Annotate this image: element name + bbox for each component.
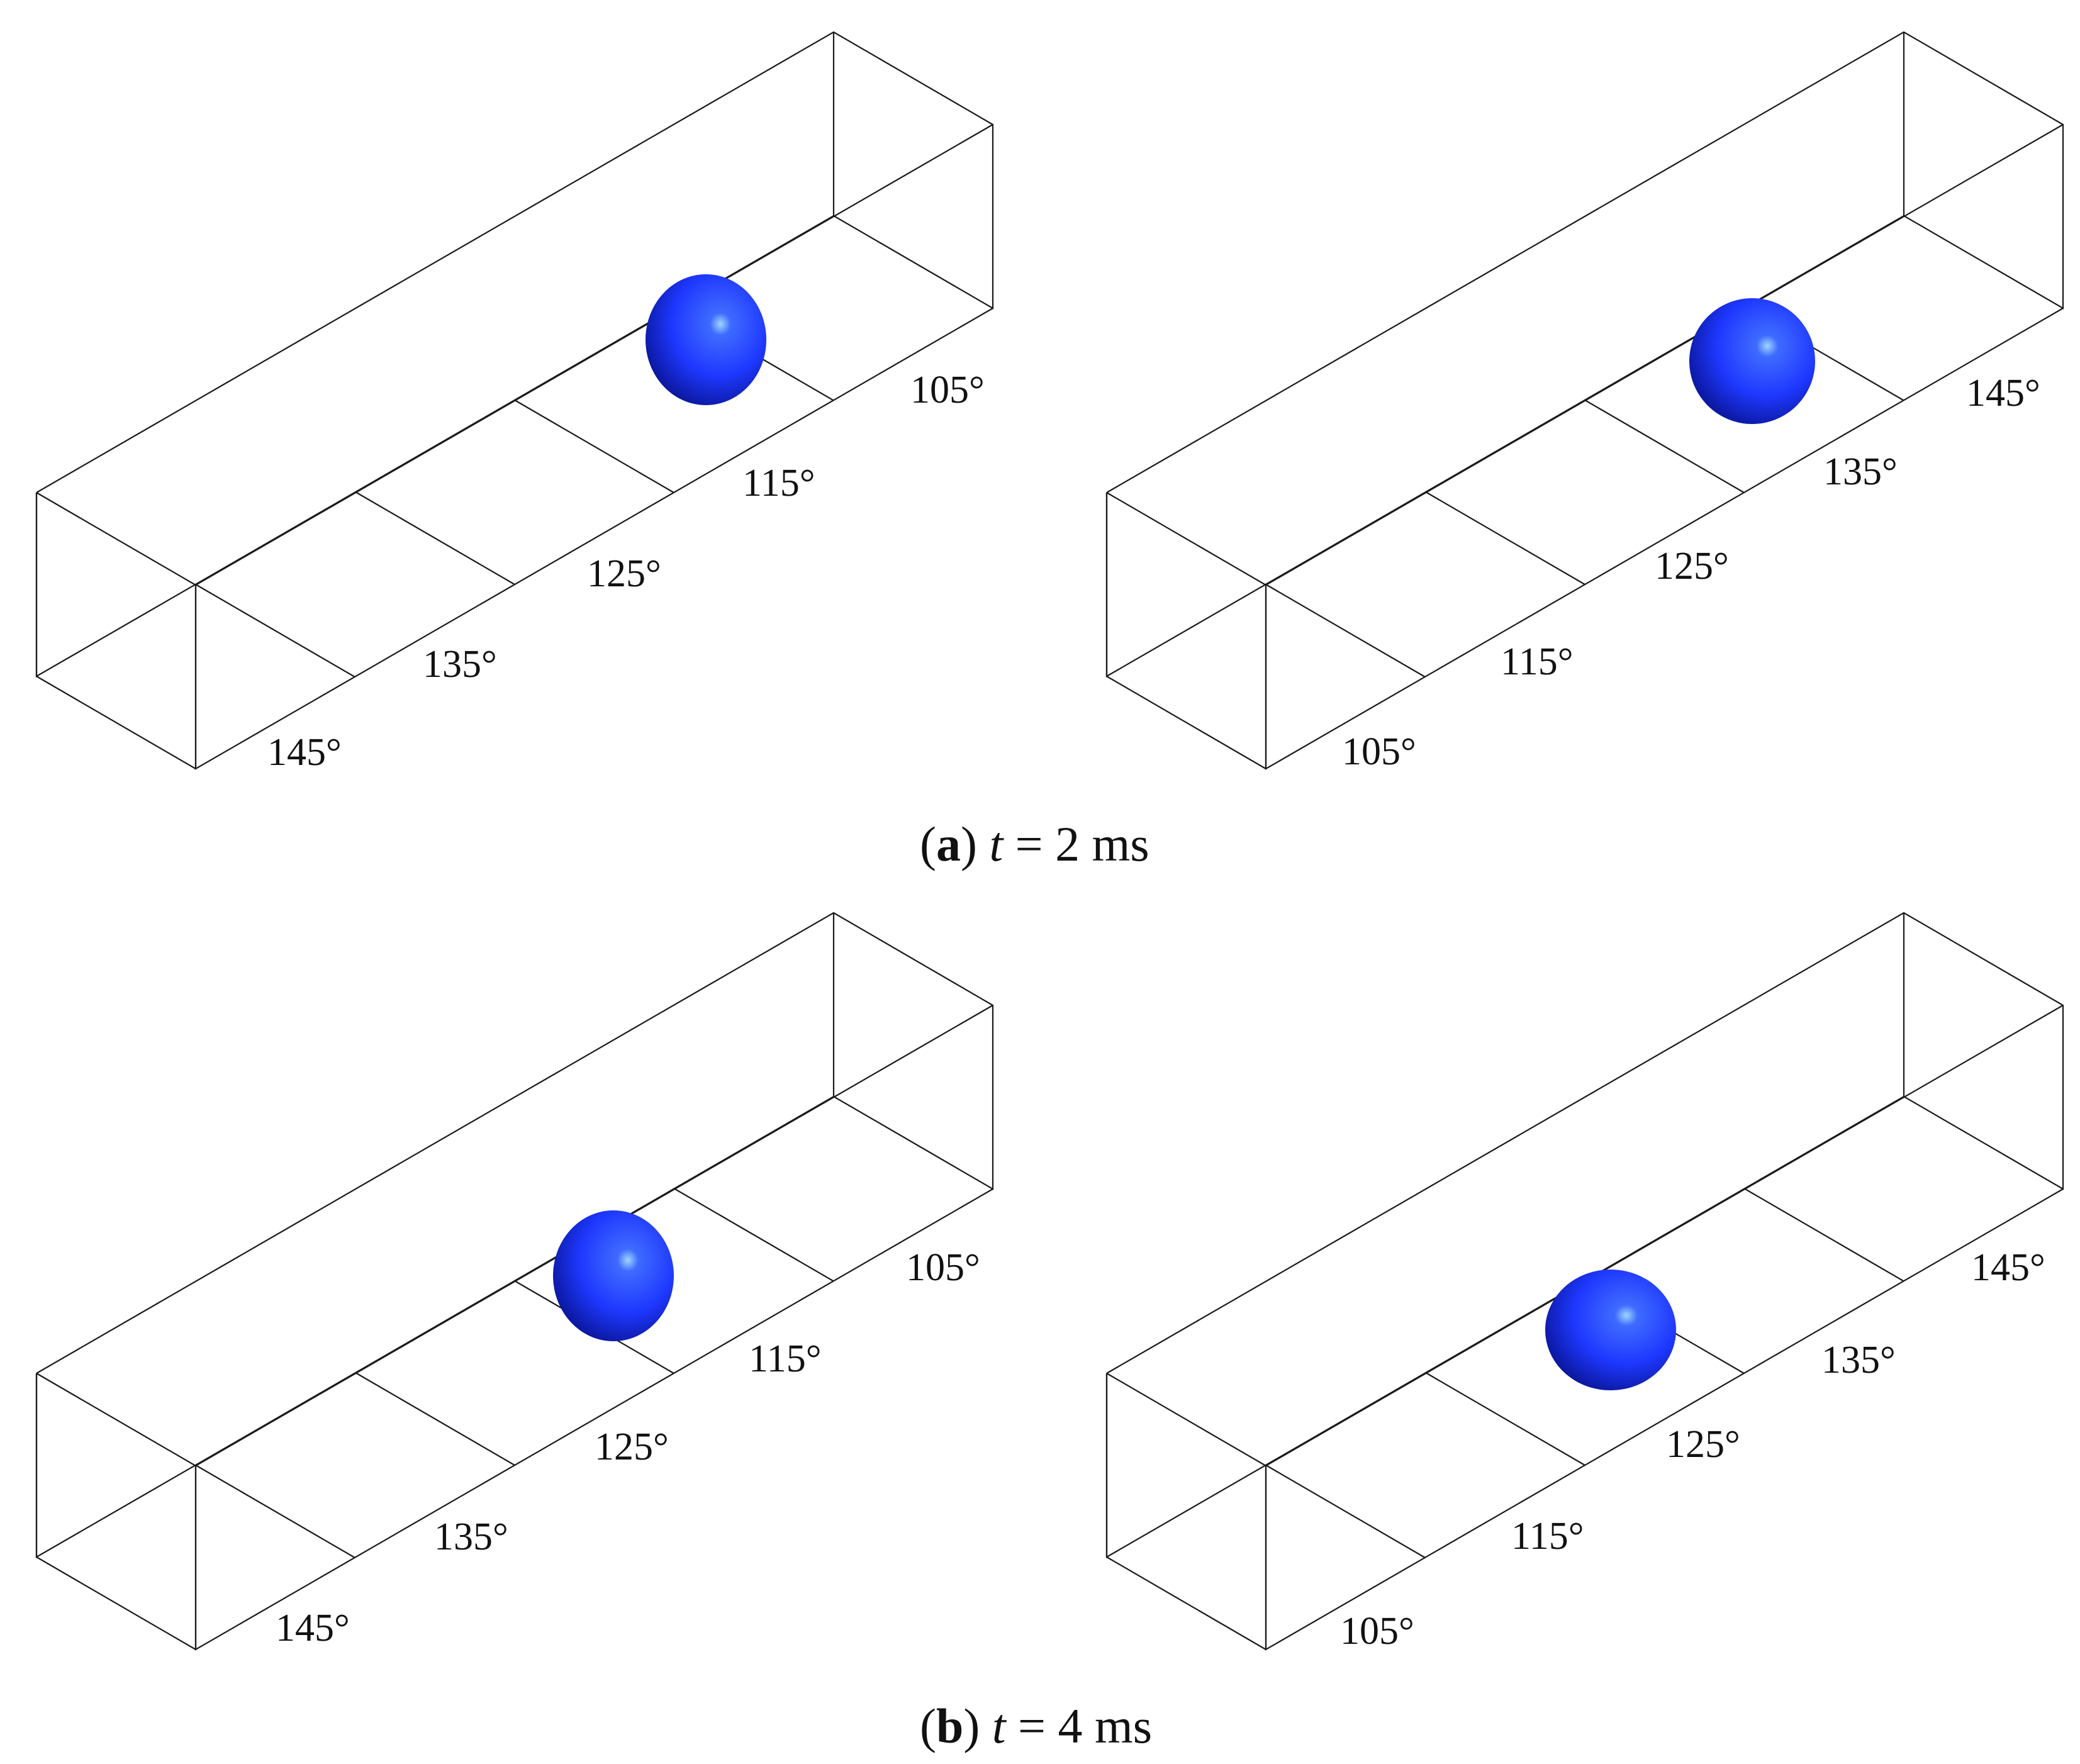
- angle-label: 135°: [423, 643, 497, 686]
- angle-label: 135°: [1823, 450, 1898, 493]
- angle-label: 145°: [1966, 372, 2040, 415]
- angle-label: 145°: [1971, 1246, 2045, 1289]
- angle-label: 105°: [906, 1246, 980, 1289]
- angle-label: 105°: [1342, 730, 1416, 773]
- panel-b-left: 145° 135° 125° 115° 105°: [35, 912, 994, 1651]
- angle-label: 115°: [742, 462, 815, 505]
- caption-a: (a) t = 2 ms: [920, 817, 1149, 871]
- angle-label: 115°: [1511, 1515, 1584, 1558]
- angle-label: 115°: [749, 1337, 822, 1380]
- panel-a-left: 145° 135° 125° 115° 105°: [35, 31, 994, 774]
- angle-label: 105°: [1340, 1610, 1414, 1653]
- angle-label: 145°: [267, 731, 342, 774]
- angle-label: 145°: [276, 1607, 350, 1650]
- angle-label: 125°: [595, 1426, 669, 1468]
- caption-b: (b) t = 4 ms: [920, 1699, 1152, 1753]
- section-dividers: [195, 1188, 834, 1558]
- angle-label: 125°: [587, 552, 661, 595]
- angle-label: 105°: [910, 369, 985, 411]
- angle-label: 125°: [1655, 545, 1729, 588]
- droplet: [646, 274, 766, 405]
- droplet: [1545, 1270, 1676, 1390]
- droplet: [553, 1210, 674, 1341]
- angle-label: 135°: [1821, 1339, 1896, 1382]
- angle-label: 125°: [1666, 1423, 1740, 1466]
- angle-label: 135°: [434, 1516, 508, 1558]
- panel-a-right: 105° 115° 125° 135° 145°: [1105, 31, 2064, 773]
- droplet: [1689, 298, 1815, 424]
- panel-b-right: 105° 115° 125° 135° 145°: [1105, 912, 2064, 1653]
- angle-label: 115°: [1501, 640, 1574, 683]
